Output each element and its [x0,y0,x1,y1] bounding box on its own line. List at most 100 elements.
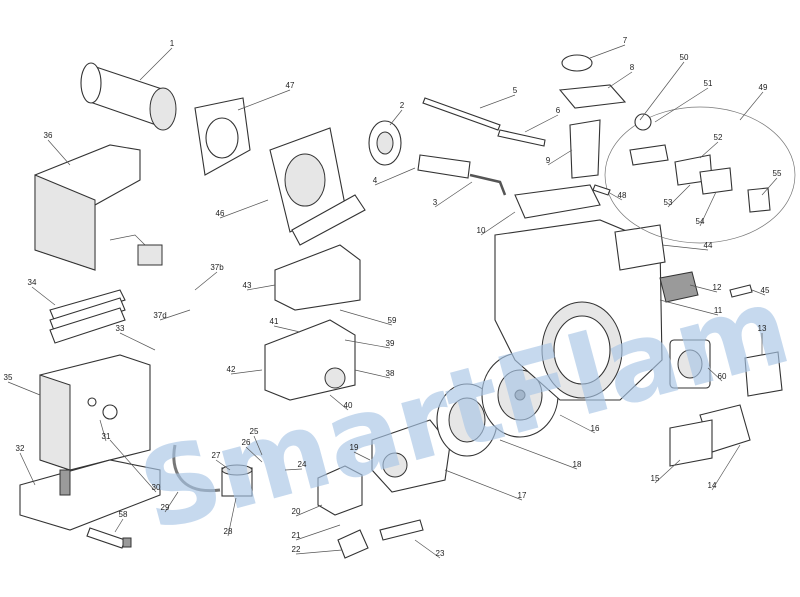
part-label-8: 8 [630,63,635,72]
part-44-bracket [614,224,666,271]
leader-line-47 [237,89,291,111]
part-label-49: 49 [759,83,768,92]
leader-line-26 [245,446,263,463]
part-45-screw [729,284,753,298]
part-label-20: 20 [292,507,301,516]
leader-line-9 [547,149,573,166]
part-49-group [604,106,796,244]
part-label-32: 32 [16,444,25,453]
leader-line-16 [559,414,596,434]
leader-line-18 [499,439,578,470]
leader-line-46 [219,199,269,219]
part-8-plate [558,84,627,109]
part-label-45: 45 [761,286,770,295]
part-43-cover [274,244,361,311]
part-label-23: 23 [436,549,445,558]
leader-line-15 [654,459,681,484]
leader-line-43 [246,284,276,291]
leader-line-53 [667,184,691,208]
leader-line-28 [227,497,237,537]
leader-line-4 [374,167,416,186]
leader-line-44 [661,244,709,251]
leader-line-8 [607,71,633,89]
leader-line-6 [524,114,559,133]
part-label-53: 53 [664,198,673,207]
part-34-coil [49,234,163,344]
part-15-base [669,419,713,467]
part-label-3: 3 [433,198,438,207]
part-label-44: 44 [704,241,713,250]
part-32-base [19,459,161,531]
part-6-electrode [497,129,546,147]
part-label-38: 38 [386,369,395,378]
leader-line-45 [751,289,766,296]
leader-line-2 [389,109,403,126]
leader-line-27 [215,459,231,471]
part-22-fitting [337,529,369,559]
part-label-11: 11 [714,306,723,315]
leader-line-42 [230,369,263,375]
leader-line-60 [707,367,723,382]
part-label-42: 42 [227,365,236,374]
leader-line-31 [99,419,107,442]
leader-line-1 [139,47,173,81]
leader-line-59 [339,309,393,326]
part-label-31: 31 [102,432,111,441]
part-36-cover [34,144,141,271]
part-label-1: 1 [170,39,175,48]
leader-line-11 [659,299,719,316]
part-label-21: 21 [292,531,301,540]
part-label-51: 51 [704,79,713,88]
leader-line-49 [739,91,764,121]
part-label-30: 30 [152,483,161,492]
part-label-48: 48 [618,191,627,200]
part-label-10: 10 [477,226,486,235]
part-label-15: 15 [651,474,660,483]
part-20-coil [317,465,363,516]
part-35-housing [39,354,151,471]
part-label-29: 29 [161,503,170,512]
leader-line-34 [31,286,56,306]
leader-line-20 [295,504,323,517]
leader-line-50 [639,61,685,121]
part-58-sensor [86,527,132,549]
part-label-25: 25 [250,427,259,436]
leader-line-32 [19,452,36,486]
part-17-pump [371,419,451,493]
part-label-58: 58 [119,510,128,519]
watermark: SmartFlam [128,263,800,556]
leader-line-29 [164,491,179,513]
part-label-5: 5 [513,86,518,95]
part-label-37b: 37b [210,263,224,272]
leader-line-3 [434,181,473,208]
part-label-33: 33 [116,324,125,333]
leader-line-37d [159,309,191,321]
leader-line-51 [654,87,709,123]
leader-line-14 [711,444,741,491]
part-label-35: 35 [4,373,13,382]
part-label-4: 4 [373,176,378,185]
part-label-60: 60 [718,372,727,381]
part-42-transformer [264,319,356,401]
part-label-39: 39 [386,339,395,348]
leader-line-54 [699,191,717,227]
part-label-24: 24 [298,460,307,469]
part-label-12: 12 [713,283,722,292]
part-label-6: 6 [556,106,561,115]
part-label-19: 19 [350,443,359,452]
leader-line-33 [119,332,156,351]
part-label-17: 17 [518,491,527,500]
leader-line-37b [194,271,218,291]
leader-line-25 [253,435,263,456]
leader-line-30 [109,439,157,493]
part-label-54: 54 [696,217,705,226]
leader-line-48 [607,191,623,201]
part-label-40: 40 [344,401,353,410]
part-3-line [469,173,507,196]
part-13-terminal [744,351,783,397]
part-11-housing [494,184,663,401]
part-label-55: 55 [773,169,782,178]
part-12-plate [659,271,699,303]
